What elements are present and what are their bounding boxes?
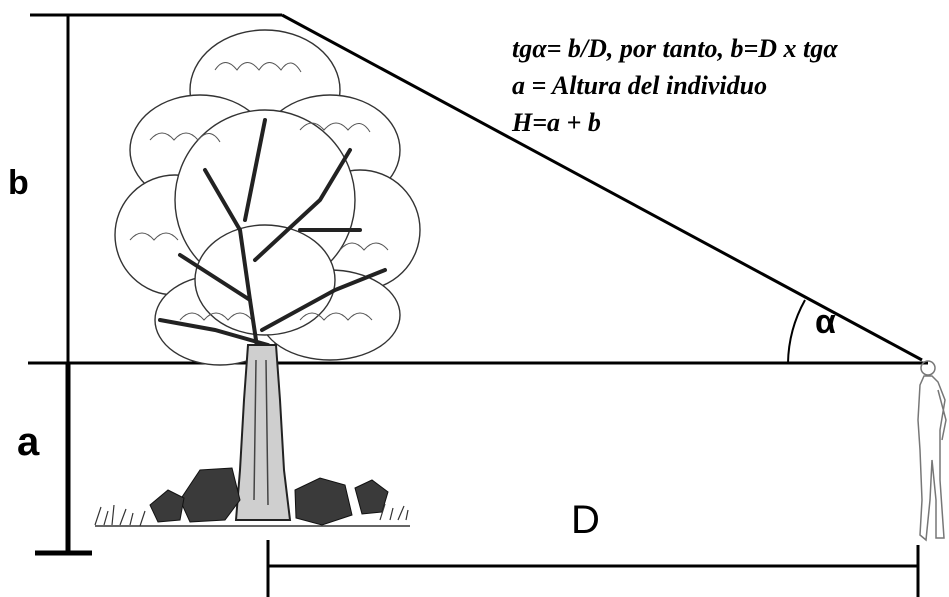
formula-height: H=a + b (512, 108, 601, 137)
label-b: b (8, 164, 29, 202)
formula-a-definition: a = Altura del individuo (512, 71, 768, 100)
formula-block: tgα= b/D, por tanto, b=D x tgα a = Altur… (512, 30, 942, 141)
tree-icon (94, 29, 421, 527)
person-icon (917, 360, 947, 542)
angle-arc (787, 299, 806, 364)
label-alpha: α (815, 303, 836, 341)
label-d: D (571, 498, 600, 542)
label-a: a (17, 420, 40, 464)
sight-line (281, 13, 923, 362)
formula-tangent: tgα= b/D, por tanto, b=D x tgα (512, 34, 838, 63)
